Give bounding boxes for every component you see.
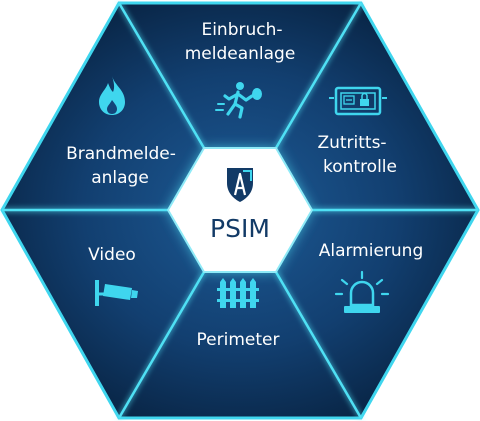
segment-label-line2: meldeanlage [185, 44, 296, 64]
center-label: PSIM [210, 214, 270, 243]
fence-icon [217, 278, 259, 308]
segment-label-line2: anlage [91, 168, 149, 188]
segment-zutrittskontrolle: Zutritts- kontrolle [317, 86, 397, 177]
segment-einbruchmeldeanlage: Einbruch- meldeanlage [185, 20, 296, 119]
segment-perimeter: Perimeter [197, 278, 280, 350]
segment-label: Video [88, 245, 136, 265]
access-control-panel-icon [329, 86, 387, 116]
segment-alarmierung: Alarmierung [319, 241, 424, 313]
segment-brandmeldeanlage: Brandmelde- anlage [66, 76, 176, 188]
running-thief-icon [215, 82, 262, 119]
psim-logo-icon [227, 168, 253, 202]
fire-icon [99, 76, 125, 115]
center-hexagon [166, 147, 314, 273]
segment-label-line1: Einbruch- [201, 20, 282, 40]
surveillance-camera-icon [95, 280, 138, 306]
segment-label-line1: Zutritts- [317, 133, 386, 153]
segment-label: Perimeter [197, 330, 280, 350]
segment-label: Alarmierung [319, 241, 424, 261]
segment-label-line2: kontrolle [323, 157, 397, 177]
alarm-beacon-icon [334, 270, 390, 313]
segment-label-line1: Brandmelde- [66, 144, 176, 164]
segment-video: Video [88, 245, 138, 306]
